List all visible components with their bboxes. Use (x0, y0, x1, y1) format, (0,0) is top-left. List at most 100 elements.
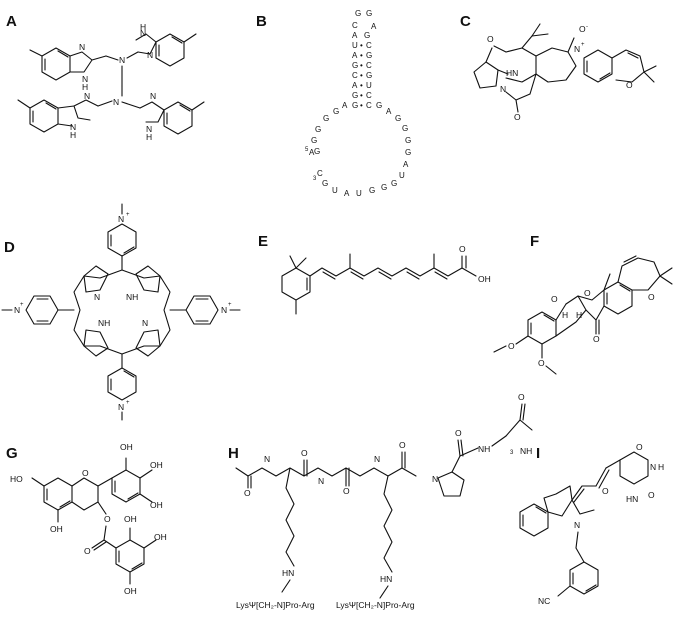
atom-a-nh1: N (82, 74, 88, 84)
pair-8: • (360, 91, 363, 100)
atom-d-n-left: N (14, 305, 20, 315)
atom-a-n3: N (84, 91, 90, 101)
atom-d-plus-top: + (126, 212, 130, 218)
atom-g-o-ring: O (82, 468, 89, 478)
base-top-1: G (355, 9, 361, 18)
stem: C A G U • C A • G G • C C • G A • U G • (352, 21, 372, 110)
atom-f-o1: O (551, 294, 558, 304)
atom-g-o-co: O (84, 546, 91, 556)
atom-g-ho1: HO (10, 474, 23, 484)
atom-c-plus: + (581, 42, 585, 48)
stem-right-8: C (366, 91, 372, 100)
atom-c-o-minus: O (579, 24, 586, 34)
atom-a-nh5: N (146, 124, 152, 134)
label-h-lys1: LysΨ[CH₂-N]Pro-Arg (236, 600, 315, 610)
structure-c: O N O HN N + O - (473, 23, 657, 122)
panel-g: G HO OH O OH OH OH O O (6, 442, 167, 596)
atom-i-h: H (658, 462, 664, 472)
atom-h-n4: N (432, 474, 438, 484)
loop-bottom-5: U (356, 189, 362, 198)
atom-h-o2: O (301, 448, 308, 458)
structure-g: HO OH O OH OH OH O O OH (10, 442, 167, 596)
panel-h: H O N O N O N O N O NH (228, 392, 533, 610)
atom-e-o: O (459, 244, 466, 254)
panel-label-g: G (6, 445, 18, 462)
atom-d-nh-bottom: NH (98, 318, 110, 328)
loop-right-7: A (403, 160, 409, 169)
loop-right-8: U (399, 171, 405, 180)
atom-c-n2: N (500, 84, 506, 94)
atom-h-hn2: HN (380, 574, 392, 584)
stem-right-9: C (366, 101, 372, 110)
panel-label-i: I (536, 445, 540, 462)
loop-bottom-8: G (391, 179, 397, 188)
atom-i-o1: O (636, 442, 643, 452)
atom-i-n: N (574, 520, 580, 530)
loop-right: G A G G G G A U (376, 101, 411, 180)
atom-f-o6: O (538, 358, 545, 368)
loop-left: A G G G G G (311, 101, 348, 156)
atom-a-n4: N (150, 91, 156, 101)
atom-f-o3: O (593, 334, 600, 344)
panel-f: F O O H H O O O (493, 233, 673, 375)
pair-9: • (360, 101, 363, 110)
loop-left-1: A (342, 101, 348, 110)
panel-i: I O N H O HN O N NC (519, 442, 664, 606)
rna-structure-b: G G A C A G U • C A • G G • C C • G A (305, 9, 411, 198)
panel-label-d: D (4, 239, 15, 256)
loop-right-2: A (386, 107, 392, 116)
atom-h-n3: N (374, 454, 380, 464)
loop-bottom-2: G (322, 179, 328, 188)
loop-bottom-3: U (332, 186, 338, 195)
atom-h-hn1: HN (282, 568, 294, 578)
atom-d-nh-top: NH (126, 292, 138, 302)
atom-i-o2: O (648, 490, 655, 500)
loop-left-6: G (314, 147, 320, 156)
atom-c-n-oxide: N (574, 44, 580, 54)
atom-h-sub3: 3 (510, 450, 514, 456)
loop-bottom-7: G (381, 183, 387, 192)
atom-i-hn: N (650, 462, 656, 472)
panel-label-c: C (460, 13, 471, 30)
atom-a-n2: N (147, 50, 153, 60)
stem-left-4: A (352, 51, 358, 60)
atom-c-o2: O (514, 112, 521, 122)
stem-left-1: C (352, 21, 358, 30)
atom-a-n1: N (79, 42, 85, 52)
atom-a-h1: H (82, 82, 88, 92)
structure-e: O OH (281, 244, 491, 315)
atom-c-o1: O (487, 34, 494, 44)
structure-i: O N H O HN O N NC (519, 442, 664, 606)
atom-f-h1: H (576, 310, 582, 320)
structure-d: N + NH NH N N N + (1, 203, 241, 421)
atom-d-n-r: N (142, 318, 148, 328)
stem-right-2: G (364, 31, 370, 40)
panel-a: A N N H N N N H (6, 13, 205, 142)
pair-7: • (360, 81, 363, 90)
atom-c-o3: O (626, 80, 633, 90)
atom-g-oh1: OH (120, 442, 133, 452)
panel-label-e: E (258, 233, 268, 250)
base-hairpin-side: A (371, 22, 377, 31)
atom-h-o3: O (343, 486, 350, 496)
structure-f: O O H H O O O O (493, 255, 673, 375)
atom-i-hn2: HN (626, 494, 638, 504)
loop-left-3: G (323, 114, 329, 123)
label-h-lys2: LysΨ[CH₂-N]Pro-Arg (336, 600, 415, 610)
base-top-2: G (366, 9, 372, 18)
loop-right-4: G (402, 124, 408, 133)
pair-6: • (360, 71, 363, 80)
pair-3: • (360, 41, 363, 50)
pair-4: • (360, 51, 363, 60)
atom-g-oh-bottom: OH (50, 524, 63, 534)
three-prime-base: C (317, 169, 323, 178)
loop-right-1: G (376, 101, 382, 110)
atom-i-o3: O (602, 486, 609, 496)
atom-g-oh3: OH (150, 500, 163, 510)
atom-h-o1: O (244, 488, 251, 498)
stem-left-7: A (352, 81, 358, 90)
atom-g-oh5: OH (154, 532, 167, 542)
structure-h: O N O N O N O N O NH O (235, 392, 533, 610)
stem-right-7: U (366, 81, 372, 90)
atom-g-oh4: OH (124, 514, 137, 524)
